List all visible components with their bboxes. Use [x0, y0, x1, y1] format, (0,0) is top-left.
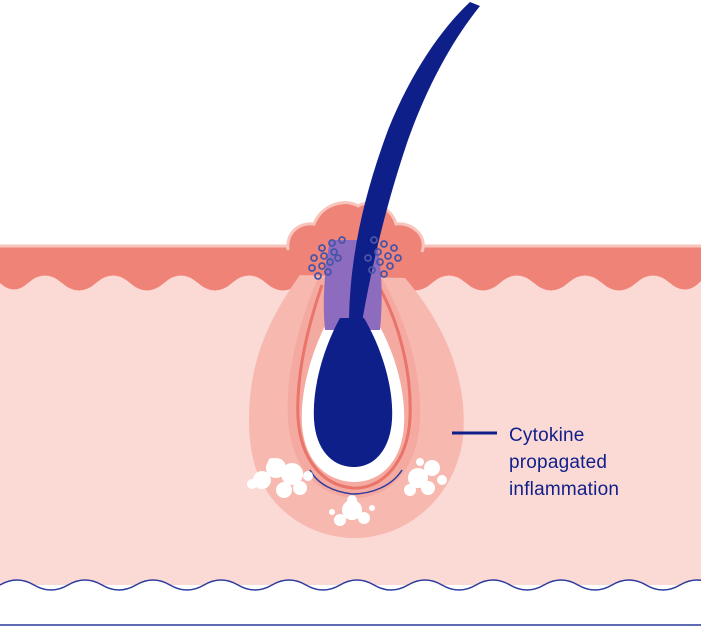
immune-cells [247, 458, 447, 526]
subcutaneous-layer [0, 580, 701, 630]
follicle-wall [296, 284, 412, 490]
follicle-wall-outline [309, 469, 403, 495]
annotation-line-1: Cytokine [509, 425, 585, 446]
hair-strand-icon [349, 2, 480, 322]
follicle-bump-highlight [286, 201, 425, 253]
subcutaneous-outline [0, 579, 701, 591]
annotation-line-2: propagated [509, 452, 607, 473]
hair-bulb [313, 318, 393, 468]
annotation-line-3: inflammation [509, 479, 619, 500]
cytokine-dots [308, 236, 402, 280]
